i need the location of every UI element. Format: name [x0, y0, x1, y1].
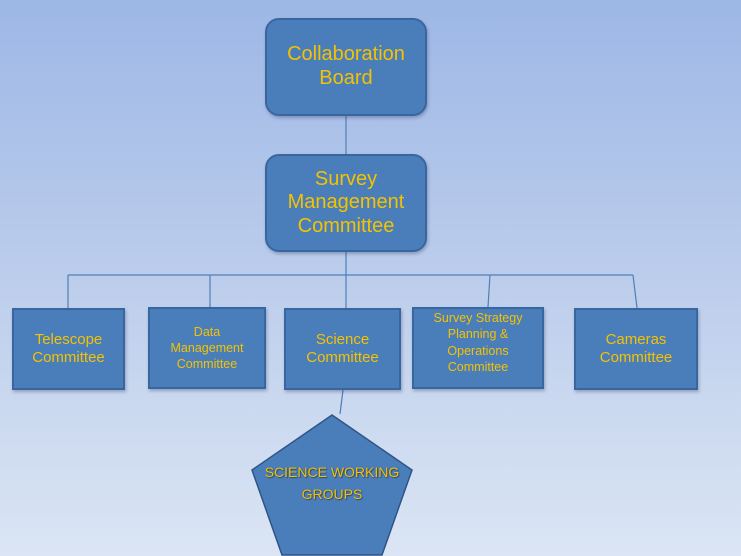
collaboration-board-box: Collaboration Board [265, 18, 427, 116]
survey-strategy-line-2: Planning & [447, 327, 509, 342]
science-committee-line-1: Science [315, 331, 370, 349]
science-committee-line-2: Committee [306, 349, 379, 366]
working-groups-line-2: WORKING [330, 464, 400, 480]
line-science-to-working-groups [339, 389, 344, 415]
science-working-groups-label: SCIENCE WORKING GROUPS [251, 462, 413, 505]
collaboration-board-line-2: Board [319, 67, 373, 89]
line-bus-to-cameras [632, 274, 638, 309]
survey-strategy-committee-box: Survey Strategy Planning & Operations Co… [412, 307, 544, 389]
survey-management-committee-box: Survey Management Committee [265, 154, 427, 252]
science-working-groups-pentagon [251, 414, 413, 556]
line-bus-to-survey-strategy [487, 274, 491, 308]
telescope-line-2: Committee [32, 349, 105, 366]
working-groups-line-3: GROUPS [301, 485, 363, 502]
data-management-committee-box: Data Management Committee [148, 307, 266, 389]
telescope-line-1: Telescope [34, 331, 103, 349]
working-groups-line-1: SCIENCE [264, 464, 327, 480]
collaboration-board-line-1: Collaboration [287, 43, 405, 66]
science-committee-box: Science Committee [284, 308, 401, 390]
survey-management-line-2: Management [287, 191, 405, 214]
cameras-line-1: Cameras [605, 331, 667, 349]
survey-management-line-1: Survey [314, 167, 378, 190]
data-management-line-1: Data [193, 324, 221, 339]
data-management-line-2: Management [170, 340, 244, 355]
survey-management-line-3: Committee [297, 214, 395, 237]
survey-strategy-line-4: Committee [447, 359, 509, 374]
data-management-line-3: Committee [176, 357, 238, 372]
cameras-committee-box: Cameras Committee [574, 308, 698, 390]
cameras-line-2: Committee [599, 349, 673, 366]
telescope-committee-box: Telescope Committee [12, 308, 125, 390]
survey-strategy-line-1: Survey Strategy [433, 311, 523, 325]
survey-strategy-line-3: Operations [447, 343, 509, 358]
